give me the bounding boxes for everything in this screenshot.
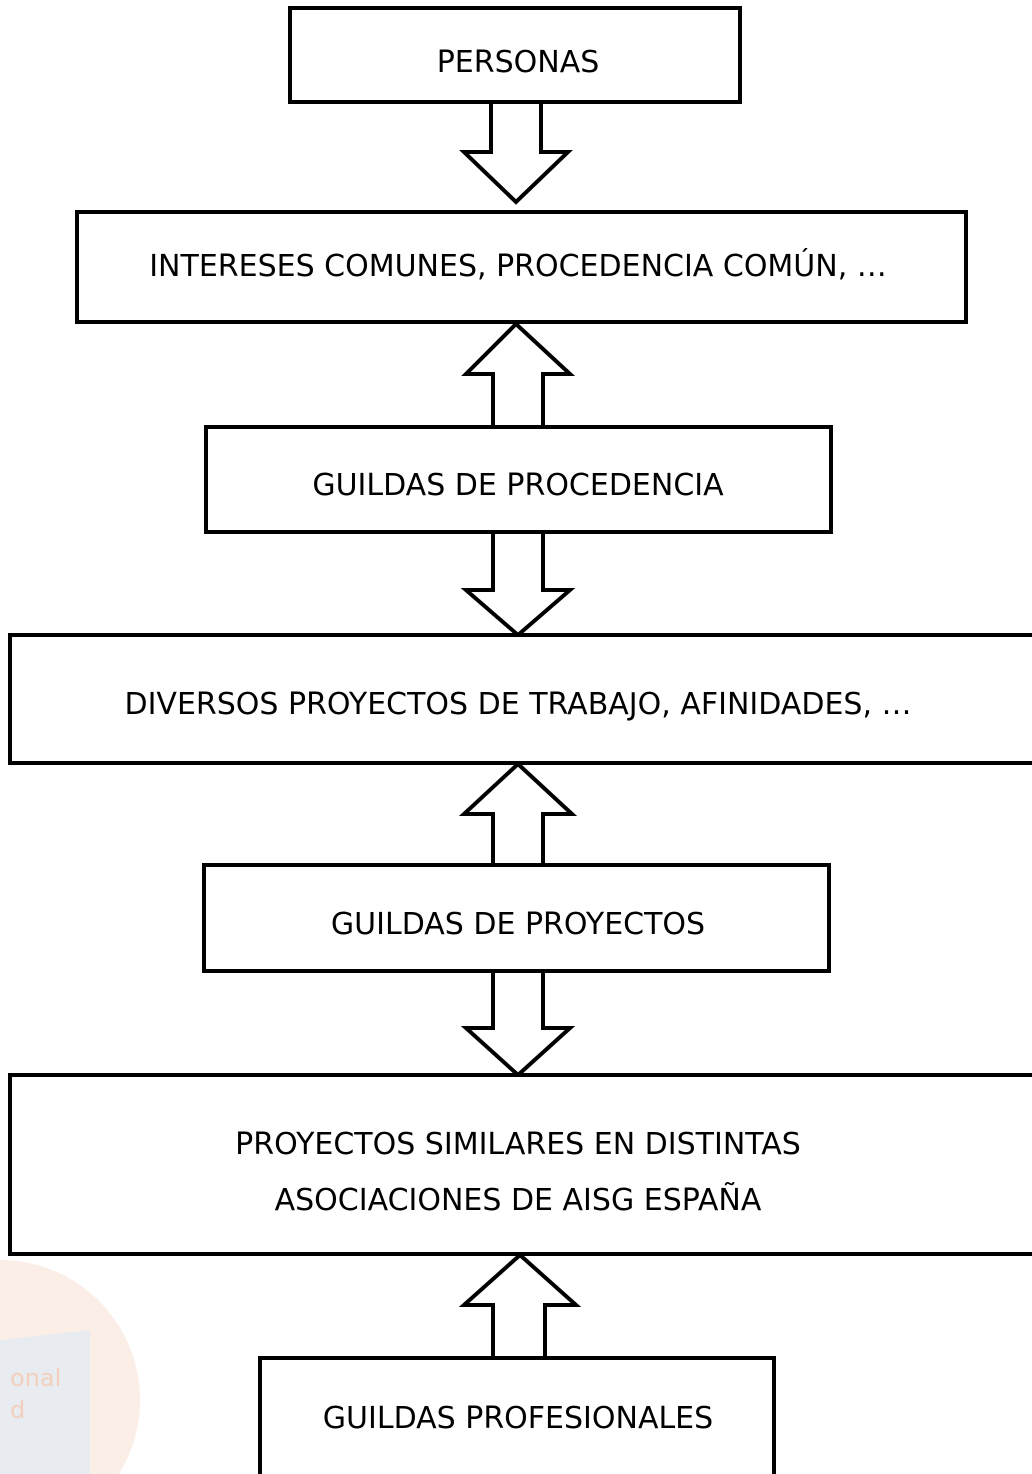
node-box — [202, 863, 831, 973]
node-personas: PERSONAS — [288, 6, 742, 104]
arrow-up-guildas-profesionales-to-similares — [458, 1252, 582, 1360]
node-label: GUILDAS PROFESIONALES — [323, 1401, 713, 1436]
node-diversos-proyectos: DIVERSOS PROYECTOS DE TRABAJO, AFINIDADE… — [8, 633, 1032, 765]
node-guildas-profesionales: GUILDAS PROFESIONALES — [258, 1356, 776, 1474]
node-label: PERSONAS — [437, 45, 600, 80]
arrow-down-personas-to-intereses — [459, 100, 573, 205]
node-label: DIVERSOS PROYECTOS DE TRABAJO, AFINIDADE… — [124, 687, 911, 722]
node-label: GUILDAS DE PROCEDENCIA — [312, 468, 724, 503]
node-box — [75, 210, 968, 324]
watermark: onal d — [0, 1260, 140, 1474]
node-guildas-procedencia: GUILDAS DE PROCEDENCIA — [204, 425, 833, 534]
node-box — [8, 1073, 1032, 1256]
node-label: GUILDAS DE PROYECTOS — [331, 907, 705, 942]
arrows-layer — [458, 100, 582, 1360]
node-box — [288, 6, 742, 104]
arrow-down-guildas-procedencia-to-diversos — [460, 530, 576, 638]
arrow-up-guildas-proyectos-to-diversos — [458, 761, 578, 867]
watermark-text-line-1: onal — [10, 1364, 61, 1392]
node-intereses: INTERESES COMUNES, PROCEDENCIA COMÚN, … — [75, 210, 968, 324]
node-guildas-proyectos: GUILDAS DE PROYECTOS — [202, 863, 831, 973]
arrow-down-guildas-proyectos-to-similares — [460, 969, 576, 1078]
node-label-line-2: ASOCIACIONES DE AISG ESPAÑA — [275, 1182, 762, 1218]
node-proyectos-similares: PROYECTOS SIMILARES EN DISTINTAS ASOCIAC… — [8, 1073, 1032, 1256]
node-label: INTERESES COMUNES, PROCEDENCIA COMÚN, … — [149, 247, 887, 284]
node-box — [204, 425, 833, 534]
node-label-line-1: PROYECTOS SIMILARES EN DISTINTAS — [235, 1127, 801, 1162]
watermark-text-line-2: d — [10, 1396, 25, 1424]
node-box — [258, 1356, 776, 1474]
arrow-up-guildas-procedencia-to-intereses — [461, 321, 576, 429]
watermark-streak — [0, 1330, 90, 1474]
node-box — [8, 633, 1032, 765]
